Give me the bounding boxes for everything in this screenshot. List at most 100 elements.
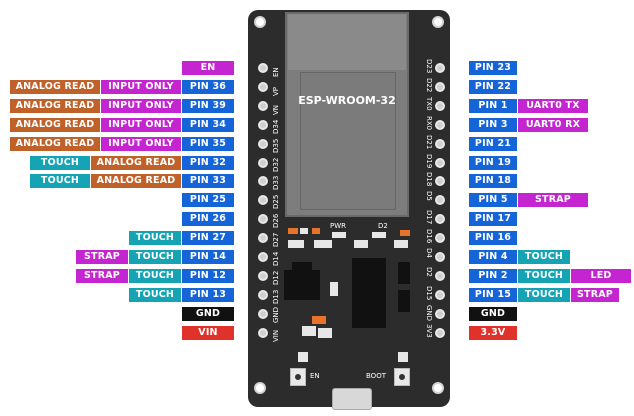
- pin-silk-label: D19: [425, 154, 433, 169]
- right-label-pin: PIN 16: [469, 231, 517, 245]
- header-pin: [435, 63, 445, 73]
- header-pin: [435, 101, 445, 111]
- mounting-hole: [254, 16, 266, 28]
- pin-silk-label: D15: [425, 286, 433, 301]
- pin-silk-label: D4: [425, 248, 433, 258]
- pin-silk-label: VP: [272, 86, 280, 96]
- left-label-strap: INPUT ONLY: [101, 118, 181, 132]
- left-label-pin: PIN 35: [182, 137, 234, 151]
- left-label-strap: STRAP: [76, 269, 128, 283]
- boot-button[interactable]: [394, 368, 410, 386]
- pin-silk-label: D17: [425, 210, 433, 225]
- left-label-gnd: GND: [182, 307, 234, 321]
- smd-capacitor: [354, 240, 368, 248]
- left-label-strap: INPUT ONLY: [101, 137, 181, 151]
- d2-led: [372, 232, 386, 238]
- pin-silk-label: D2: [425, 267, 433, 277]
- right-label-pin: PIN 23: [469, 61, 517, 75]
- left-label-pin: PIN 27: [182, 231, 234, 245]
- header-pin: [258, 233, 268, 243]
- right-label-pin: PIN 21: [469, 137, 517, 151]
- header-pin: [258, 176, 268, 186]
- voltage-regulator: [284, 270, 320, 300]
- smd-resistor: [400, 230, 410, 236]
- left-label-analog: ANALOG READ: [10, 137, 100, 151]
- pin-silk-label: D26: [272, 213, 280, 228]
- pin-silk-label: 3V3: [425, 324, 433, 338]
- right-label-strap: UART0 TX: [518, 99, 588, 113]
- header-pin: [258, 214, 268, 224]
- pin-silk-label: GND: [425, 305, 433, 322]
- header-pin: [258, 328, 268, 338]
- pin-silk-label: D35: [272, 138, 280, 153]
- left-label-strap: STRAP: [76, 250, 128, 264]
- header-pin: [435, 271, 445, 281]
- left-label-pin: PIN 14: [182, 250, 234, 264]
- header-pin: [435, 195, 445, 205]
- header-pin: [435, 328, 445, 338]
- pin-silk-label: D22: [425, 78, 433, 93]
- left-label-touch: TOUCH: [129, 288, 181, 302]
- right-label-pin: PIN 3: [469, 118, 517, 132]
- transistor: [398, 290, 410, 312]
- usb-uart-chip: [352, 258, 386, 328]
- smd-capacitor: [318, 328, 332, 338]
- left-label-analog: ANALOG READ: [91, 174, 181, 188]
- smd-capacitor: [288, 240, 304, 248]
- smd-resistor: [288, 228, 298, 234]
- right-label-pin: PIN 1: [469, 99, 517, 113]
- left-label-strap: INPUT ONLY: [101, 99, 181, 113]
- en-button[interactable]: [290, 368, 306, 386]
- smd-capacitor: [314, 240, 332, 248]
- smd-part: [398, 352, 408, 362]
- header-pin: [435, 158, 445, 168]
- left-label-analog: ANALOG READ: [10, 99, 100, 113]
- pin-silk-label: D12: [272, 270, 280, 285]
- pin-silk-label: GND: [272, 306, 280, 323]
- smd-capacitor: [302, 326, 316, 336]
- left-label-power: EN: [182, 61, 234, 75]
- pin-silk-label: EN: [272, 67, 280, 77]
- header-pin: [435, 290, 445, 300]
- left-label-pin: PIN 34: [182, 118, 234, 132]
- header-pin: [435, 252, 445, 262]
- header-pin: [435, 82, 445, 92]
- header-pin: [435, 309, 445, 319]
- right-label-vin: 3.3V: [469, 326, 517, 340]
- right-label-pin: PIN 19: [469, 156, 517, 170]
- header-pin: [258, 290, 268, 300]
- left-label-touch: TOUCH: [30, 174, 90, 188]
- header-pin: [435, 233, 445, 243]
- pin-silk-label: VN: [272, 104, 280, 115]
- pin-silk-label: D27: [272, 232, 280, 247]
- left-label-touch: TOUCH: [129, 231, 181, 245]
- left-label-pin: PIN 36: [182, 80, 234, 94]
- left-label-touch: TOUCH: [129, 269, 181, 283]
- right-label-strap: STRAP: [518, 193, 588, 207]
- en-button-label: EN: [310, 372, 320, 380]
- right-label-touch: TOUCH: [518, 250, 570, 264]
- d2-led-label: D2: [378, 222, 388, 230]
- pin-silk-label: RX0: [425, 116, 433, 131]
- pin-silk-label: D23: [425, 59, 433, 74]
- header-pin: [258, 309, 268, 319]
- smd-part: [330, 282, 338, 296]
- right-label-strap: STRAP: [571, 288, 619, 302]
- left-label-vin: VIN: [182, 326, 234, 340]
- pin-silk-label: D14: [272, 251, 280, 266]
- header-pin: [258, 63, 268, 73]
- boot-button-label: BOOT: [366, 372, 386, 380]
- right-label-pin: PIN 15: [469, 288, 517, 302]
- right-label-pin: PIN 4: [469, 250, 517, 264]
- left-label-analog: ANALOG READ: [91, 156, 181, 170]
- left-label-analog: ANALOG READ: [10, 80, 100, 94]
- header-pin: [435, 139, 445, 149]
- left-label-touch: TOUCH: [30, 156, 90, 170]
- right-label-pin: PIN 2: [469, 269, 517, 283]
- transistor: [398, 262, 410, 284]
- pin-silk-label: D21: [425, 135, 433, 150]
- header-pin: [435, 214, 445, 224]
- pwr-led: [332, 232, 346, 238]
- pin-silk-label: TX0: [425, 97, 433, 111]
